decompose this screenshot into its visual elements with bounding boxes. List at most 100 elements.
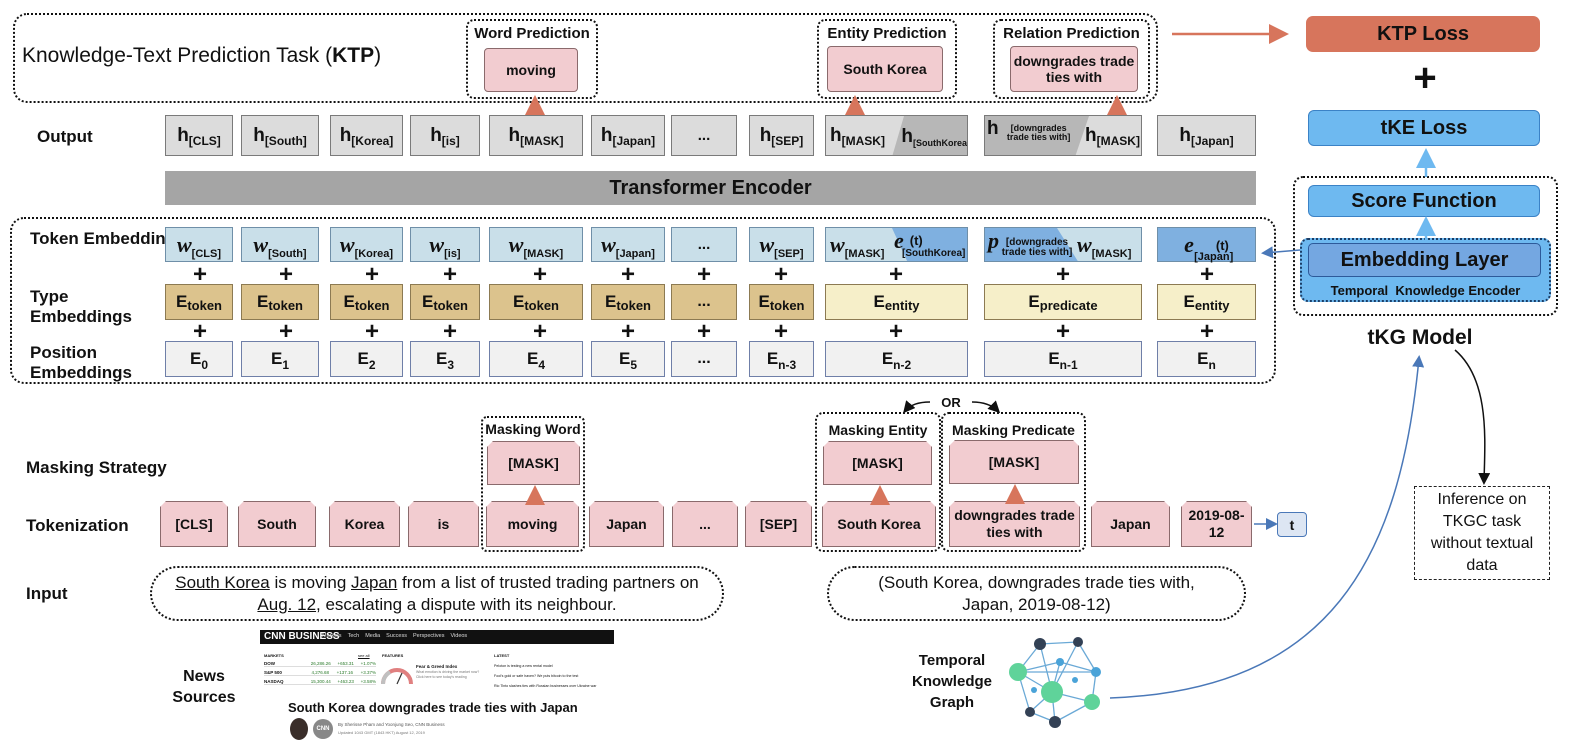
tkg-model-label: tKG Model [1367, 326, 1473, 349]
word-prediction-value: moving [484, 48, 578, 92]
symbol: w [176, 231, 192, 257]
news-market-value: +1.07% [360, 661, 376, 666]
masking-entity-label: Masking Entity [828, 422, 928, 438]
news-sources-label: News Sources [172, 668, 236, 706]
loss-plus: + [1413, 56, 1437, 100]
symbol-with-subscript: w[South] [253, 232, 306, 260]
subscript: n [1208, 358, 1216, 372]
plus-sign: + [773, 261, 788, 288]
relation-prediction-label: Relation Prediction [1003, 25, 1140, 42]
news-market-value: NASDAQ [264, 679, 284, 684]
subscript: token [769, 298, 805, 313]
plus-sign: + [278, 261, 293, 288]
news-feature-text: What emotion is driving the market now? … [416, 670, 480, 679]
token-embedding-cell: e(t)[Japan] [1157, 227, 1256, 263]
symbol-with-subscript: h[MASK] [830, 125, 885, 148]
token-cell: Japan [589, 501, 664, 547]
news-market-value: S&P 500 [264, 670, 282, 675]
news-market-value: +653.31 [337, 661, 354, 666]
symbol: h [339, 124, 352, 146]
symbol: E [357, 349, 369, 368]
token-cell: [CLS] [160, 501, 228, 547]
embeddings-box [10, 217, 1276, 384]
output-mask-part: h[MASK] [830, 116, 885, 155]
news-markets-heading: MARKETS [264, 653, 284, 658]
symbol: h [177, 124, 189, 146]
output-cell: h[is] [410, 115, 480, 156]
subscript: [SouthKorea] [902, 248, 966, 259]
masking-strategy-label: Masking Strategy [26, 458, 167, 477]
relation-prediction-box [993, 19, 1150, 99]
symbol: E [270, 349, 283, 368]
subscript: [South] [264, 133, 307, 148]
symbol: h [508, 124, 521, 146]
subscript: [downgrades trade ties with] [1006, 123, 1071, 142]
token-cell: South Korea [822, 501, 936, 547]
news-byline: By Sherisse Pham and Yoonjung Seo, CNN B… [338, 722, 445, 727]
token-embedding-cell: w[Korea] [330, 227, 403, 262]
relation-prediction-value: downgrades trade ties with [1010, 46, 1138, 92]
input-sentence: South Korea is moving Japan from a list … [175, 572, 699, 614]
tokenization-label: Tokenization [26, 516, 129, 535]
news-header-bar [260, 630, 614, 644]
symbol-with-subscript: h[SEP] [760, 125, 804, 148]
subscript: token [433, 298, 468, 313]
news-brand: CNN BUSINESS [264, 631, 340, 642]
plus-sign: + [442, 261, 457, 288]
news-feature-title: Fear & Greed Index [416, 664, 458, 669]
symbol: E [175, 292, 188, 311]
news-market-value: +137.16 [336, 670, 354, 675]
plus-sign: + [888, 318, 903, 345]
symbol: E [421, 292, 434, 311]
subscript: [Korea] [351, 133, 394, 148]
token-embedding-cell-entity-pair: w[MASK]e(t)[SouthKorea] [825, 227, 968, 262]
news-latest-item: Rio Tinto slashes ties with Russian busi… [494, 684, 597, 688]
news-see-all: see all [358, 653, 370, 658]
output-cell: ... [671, 115, 737, 156]
masking-predicate-label: Masking Predicate [952, 422, 1075, 438]
token-cell: Japan [1091, 501, 1170, 547]
token-predicate-part: p[downgrades trade ties with] [988, 228, 1075, 258]
symbol: E [766, 349, 779, 368]
plus-sign: + [192, 318, 207, 345]
news-latest-heading: LATEST [494, 653, 510, 658]
time-mark: (t) [909, 233, 923, 248]
token-embedding-cell: w[South] [241, 227, 319, 262]
subscript: predicate [1039, 298, 1098, 313]
symbol-with-subscript: w[MASK] [1077, 232, 1131, 260]
or-label: OR [941, 395, 961, 410]
news-market-value: +3.58% [360, 679, 376, 684]
tkg-label: Temporal Knowledge Graph [911, 652, 992, 711]
word-prediction-label: Word Prediction [474, 25, 590, 42]
output-cell: h[Japan] [1157, 115, 1256, 156]
orange-arrows [525, 24, 1289, 505]
subscript: entity [1194, 298, 1230, 313]
output-cell: h[Japan] [591, 115, 665, 156]
masking-predicate-mask: [MASK] [949, 440, 1079, 484]
subscript: [Japan] [1194, 250, 1234, 263]
symbol: w [429, 231, 445, 257]
symbol: E [1197, 349, 1209, 368]
token-entity-part: e(t)[SouthKorea] [894, 228, 965, 261]
news-nav-item: Perspectives [412, 633, 445, 639]
symbol: w [601, 231, 616, 257]
symbol: p [988, 228, 999, 253]
token-cell: [SEP] [745, 501, 812, 547]
news-nav-item: Videos [450, 633, 468, 639]
plus-sign: + [364, 261, 379, 288]
token-embedding-cell: ... [671, 227, 737, 262]
entity-prediction-box [817, 19, 957, 99]
symbol-with-subscript: w[CLS] [176, 231, 221, 260]
